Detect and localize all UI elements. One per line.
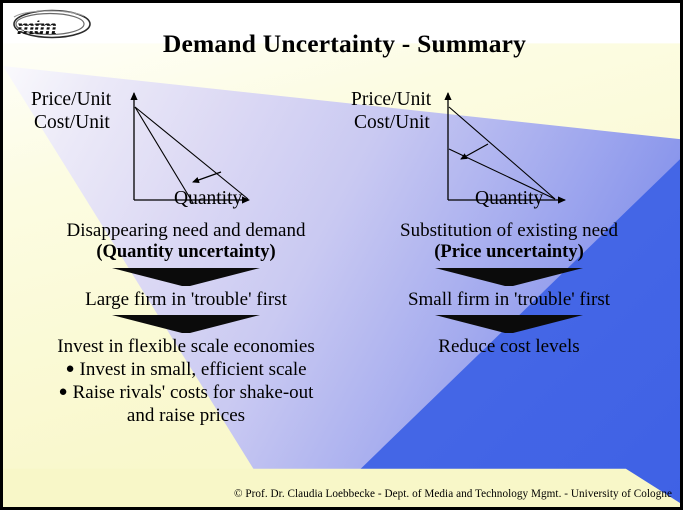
right-chart-y-label-price: Price/Unit [351, 89, 432, 110]
left-chart: Price/Unit Cost/Unit Quantity [21, 85, 351, 220]
right-column: Price/Unit Cost/Unit Quantity [343, 85, 675, 358]
right-statement-line1: Substitution of existing need [400, 220, 618, 241]
left-response-heading: Invest in flexible scale economies [57, 336, 315, 358]
list-item: ●Raise rivals' costs for shake-out and r… [21, 382, 351, 428]
left-statement-line2: (Quantity uncertainty) [96, 242, 276, 263]
right-consequence: Small firm in 'trouble' first [407, 289, 611, 311]
bullet-dot-icon: ● [65, 361, 75, 378]
right-chart-graphic [444, 92, 566, 204]
right-chart-x-label: Quantity [475, 188, 544, 209]
left-chart-graphic [130, 92, 250, 204]
left-bullet-2-continuation: and raise prices [126, 404, 246, 426]
left-column: Price/Unit Cost/Unit Quantity [21, 85, 351, 428]
right-down-chevron-icon-1 [435, 268, 583, 287]
left-bullet-2-text: Raise rivals' costs for shake-out [72, 382, 314, 404]
left-chart-y-label-price: Price/Unit [31, 89, 112, 110]
right-chart: Price/Unit Cost/Unit Quantity [343, 85, 675, 220]
left-chart-x-label: Quantity [174, 188, 243, 209]
left-consequence: Large firm in 'trouble' first [85, 289, 287, 311]
list-item: ●Invest in small, efficient scale [21, 359, 351, 382]
mtm-logo-icon: mtm [12, 8, 98, 41]
left-statement-line1: Disappearing need and demand [66, 220, 306, 241]
page-title: Demand Uncertainty - Summary [162, 29, 527, 58]
left-chart-y-label-cost: Cost/Unit [34, 112, 110, 133]
right-response-heading: Reduce cost levels [438, 336, 580, 358]
footer-copyright: © Prof. Dr. Claudia Loebbecke - Dept. of… [233, 488, 672, 500]
left-down-chevron-icon-2 [112, 315, 260, 334]
left-down-chevron-icon-1 [112, 268, 260, 287]
right-down-chevron-icon-2 [435, 315, 583, 334]
bullet-dot-icon: ● [58, 384, 68, 401]
right-statement-line2: (Price uncertainty) [434, 242, 584, 263]
right-chart-y-label-cost: Cost/Unit [354, 112, 430, 133]
left-bullet-1-text: Invest in small, efficient scale [79, 359, 307, 381]
left-bullet-list: ●Invest in small, efficient scale ●Raise… [21, 359, 351, 427]
